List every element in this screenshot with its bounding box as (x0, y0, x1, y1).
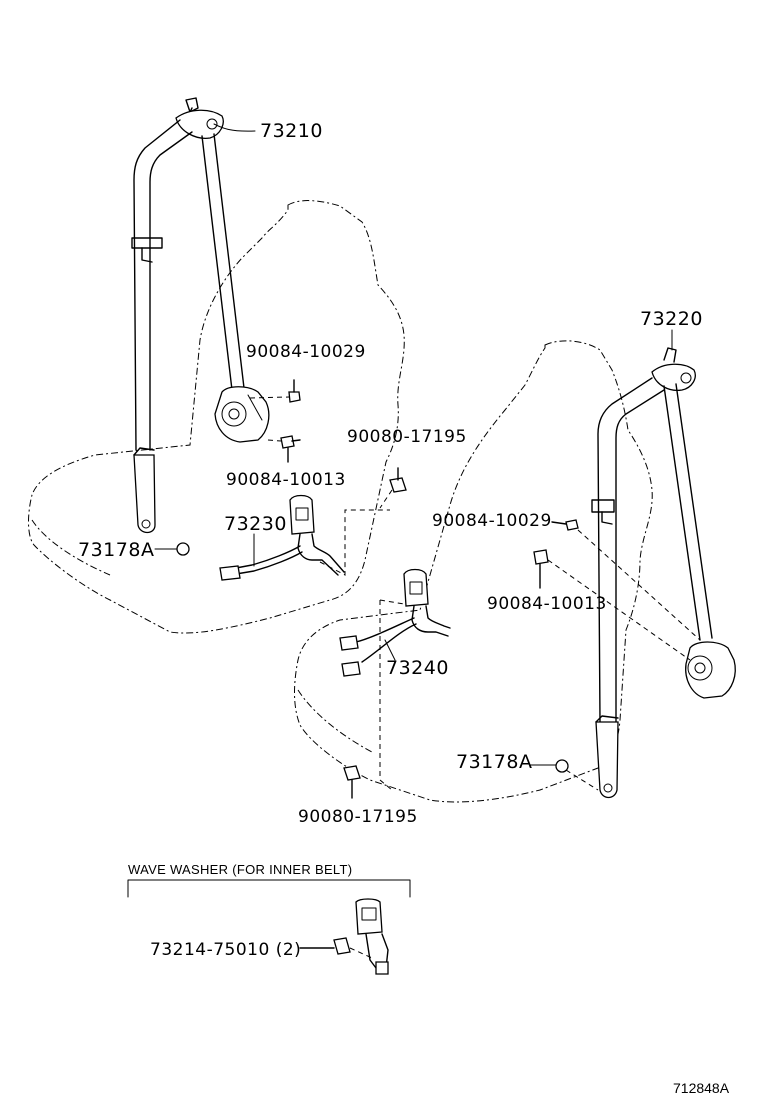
callout-73230: 73230 (224, 513, 287, 535)
right-seat-belt-assembly (591, 329, 736, 799)
callout-73178a-left: 73178A (78, 539, 155, 561)
callout-73178a-right: 73178A (456, 751, 533, 773)
left-seat-outline (28, 200, 405, 634)
right-anchor-cover (529, 759, 599, 791)
callout-90084-10029-left: 90084-10029 (246, 342, 366, 362)
inset-header: WAVE WASHER (FOR INNER BELT) (128, 862, 353, 877)
callout-90080-17195-bottom: 90080-17195 (298, 807, 418, 827)
wave-washer-inset (127, 879, 411, 975)
callout-90084-10029-right: 90084-10029 (432, 511, 552, 531)
right-buckle-assembly (339, 568, 451, 791)
right-upper-bolt (551, 519, 701, 641)
callout-90084-10013-left: 90084-10013 (226, 470, 346, 490)
left-buckle-assembly (219, 494, 390, 581)
left-seat-belt-assembly (131, 97, 270, 534)
callout-90080-17195-top: 90080-17195 (347, 427, 467, 447)
callout-73240: 73240 (386, 657, 449, 679)
callout-73210: 73210 (260, 120, 323, 142)
upper-center-bolt (379, 467, 407, 509)
callout-73214-75010: 73214-75010 (2) (150, 940, 302, 960)
right-lower-bolt (533, 549, 691, 661)
left-anchor-cover (154, 542, 190, 556)
callout-73220: 73220 (640, 308, 703, 330)
lower-center-bolt (343, 765, 361, 799)
left-upper-bolt (249, 379, 301, 403)
left-lower-bolt (267, 435, 301, 463)
right-seat-outline (294, 340, 653, 803)
figure-code: 712848A (673, 1080, 730, 1096)
callout-90084-10013-right: 90084-10013 (487, 594, 607, 614)
